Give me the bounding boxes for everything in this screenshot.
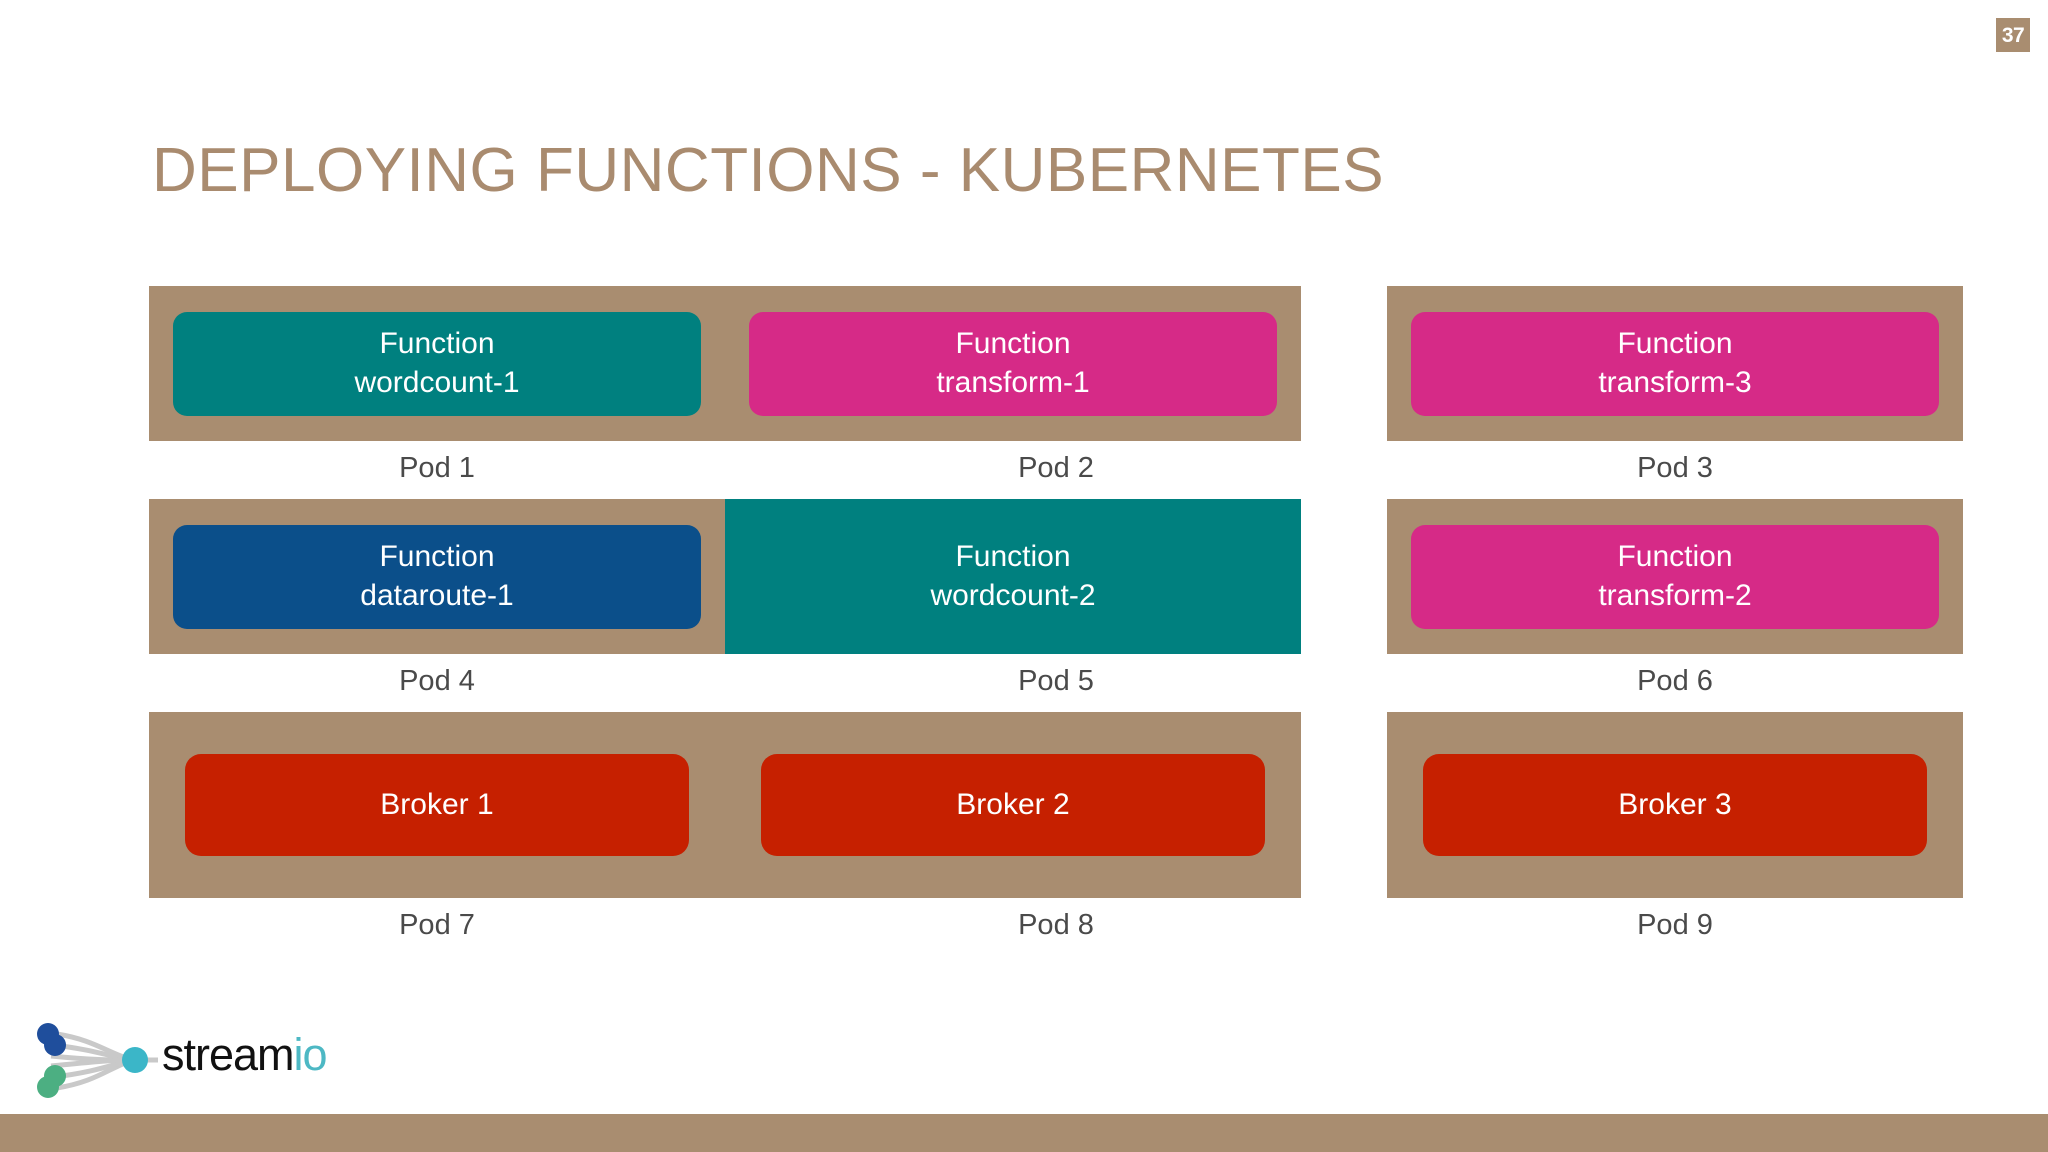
pod-label: Pod 6 [1637, 665, 1713, 697]
function-box[interactable]: Function wordcount-2 [725, 499, 1301, 654]
broker-box[interactable]: Broker 3 [1423, 754, 1927, 856]
pod-label: Pod 2 [1018, 452, 1094, 484]
streamlio-mark-icon [37, 1023, 158, 1098]
pod-cell: Broker 1 Pod 7 [149, 712, 725, 940]
box-line-1: Function [955, 540, 1071, 574]
pod-cell: Broker 2 Pod 8 [725, 712, 1387, 940]
box-line-2: transform-2 [1598, 578, 1752, 612]
box-line-1: Function [1617, 540, 1733, 574]
page-number-badge: 37 [1996, 18, 2030, 52]
box-line-1: Broker 2 [956, 787, 1070, 821]
pod-label: Pod 5 [1018, 665, 1094, 697]
box-line-2: transform-3 [1598, 365, 1752, 399]
box-line-1: Function [955, 327, 1071, 361]
box-line-1: Broker 3 [1618, 787, 1732, 821]
box-line-1: Function [379, 540, 495, 574]
broker-box[interactable]: Broker 2 [761, 754, 1265, 856]
pod-label: Pod 4 [399, 665, 475, 697]
pod-container: Function wordcount-1 [149, 286, 725, 441]
function-box[interactable]: Function transform-3 [1411, 311, 1939, 416]
box-line-2: wordcount-1 [354, 365, 520, 399]
pod-container: Function transform-2 [1387, 499, 1963, 654]
broker-box[interactable]: Broker 1 [185, 754, 689, 856]
pod-label: Pod 1 [399, 452, 475, 484]
box-line-2: wordcount-2 [930, 578, 1096, 612]
pod-container: Broker 2 [725, 712, 1301, 898]
box-line-2: dataroute-1 [360, 578, 514, 612]
function-box[interactable]: Function transform-2 [1411, 524, 1939, 629]
pod-container: Broker 1 [149, 712, 725, 898]
box-line-1: Function [379, 327, 495, 361]
function-box[interactable]: Function dataroute-1 [173, 524, 701, 629]
pod-container: Function dataroute-1 [149, 499, 725, 654]
pod-label: Pod 8 [1018, 909, 1094, 941]
logo-word-io: io [293, 1029, 328, 1080]
pod-label: Pod 7 [399, 909, 475, 941]
pod-cell: Broker 3 Pod 9 [1387, 712, 1963, 940]
pod-container: Function wordcount-2 [725, 499, 1301, 654]
pod-container: Function transform-3 [1387, 286, 1963, 441]
box-line-1: Broker 1 [380, 787, 494, 821]
streamlio-logo: streamio [24, 1014, 328, 1106]
page-title: DEPLOYING FUNCTIONS - KUBERNETES [152, 135, 1385, 205]
function-box[interactable]: Function wordcount-1 [173, 311, 701, 416]
pod-label: Pod 3 [1637, 452, 1713, 484]
pod-container: Broker 3 [1387, 712, 1963, 898]
bottom-accent-bar [0, 1114, 2048, 1152]
streamlio-wordmark: streamio [162, 1029, 328, 1080]
logo-word-stream: stream [162, 1029, 295, 1080]
pod-container: Function transform-1 [725, 286, 1301, 441]
pod-label: Pod 9 [1637, 909, 1713, 941]
box-line-1: Function [1617, 327, 1733, 361]
box-line-2: transform-1 [936, 365, 1090, 399]
function-box[interactable]: Function transform-1 [749, 311, 1277, 416]
